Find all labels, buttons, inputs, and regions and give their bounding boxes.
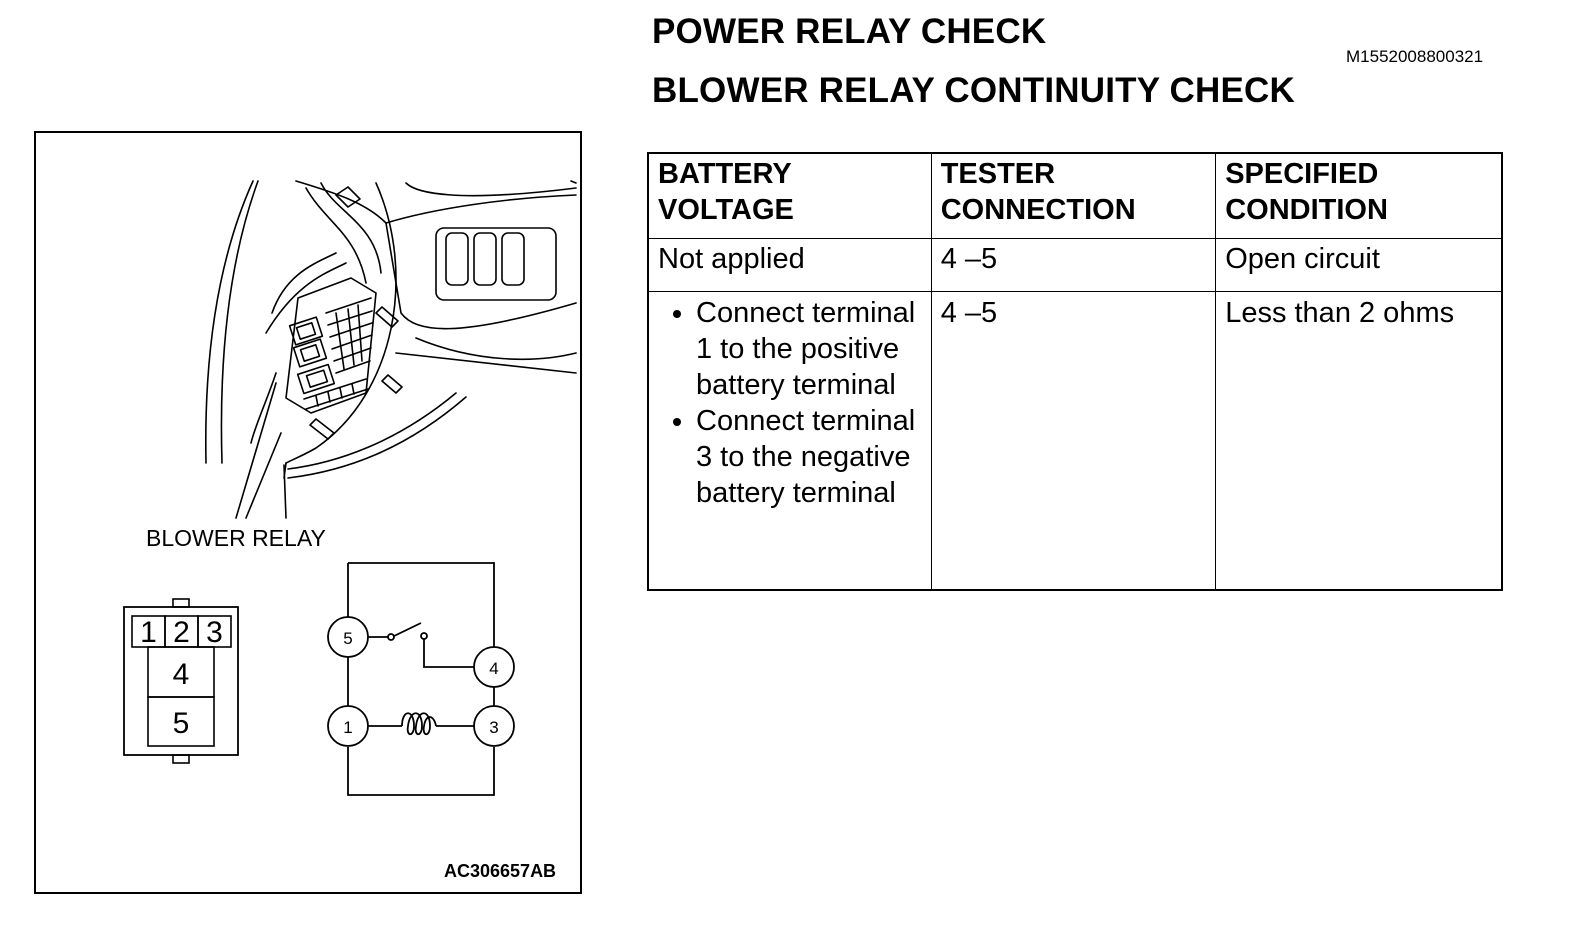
cell-tester-connection: 4 –5 [930,238,1217,292]
relay-schematic [327,562,515,796]
list-item: Connect terminal 3 to the negative batte… [696,403,923,511]
connector-pin-4: 4 [173,658,190,691]
cell-specified-condition: Less than 2 ohms [1215,291,1503,591]
connector-pin-3: 3 [206,616,223,649]
connector-face-diagram: 1 2 3 4 5 [123,598,239,764]
connector-pin-5: 5 [173,707,190,740]
dashboard-drawing [204,180,577,519]
voltage-steps-list: Connect terminal 1 to the positive batte… [658,295,923,511]
document-id: M1552008800321 [1346,47,1484,66]
cell-battery-voltage: Not applied [647,238,932,292]
schematic-pin-1: 1 [343,718,352,737]
header-specified-condition: SPECIFIED CONDITION [1215,152,1503,239]
table-header-row: BATTERY VOLTAGE TESTER CONNECTION SPECIF… [647,152,1503,239]
connector-pin-2: 2 [173,616,190,649]
figure-id: AC306657AB [444,861,557,881]
header-battery-voltage: BATTERY VOLTAGE [647,152,932,239]
relay-illustration: 1 2 3 4 5 [123,180,577,796]
continuity-check-table: BATTERY VOLTAGE TESTER CONNECTION SPECIF… [647,152,1503,591]
table-row: Connect terminal 1 to the positive batte… [647,291,1503,591]
section-title: BLOWER RELAY CONTINUITY CHECK [652,71,1295,110]
blower-relay-label: BLOWER RELAY [146,525,326,551]
cell-battery-voltage: Connect terminal 1 to the positive batte… [647,291,932,591]
relay-figure: 1 2 3 4 5 [34,131,582,894]
connector-pin-1: 1 [140,616,157,649]
list-item: Connect terminal 1 to the positive batte… [696,295,923,403]
schematic-pin-5: 5 [343,629,352,648]
page-title: POWER RELAY CHECK [652,12,1047,51]
schematic-pin-3: 3 [489,718,498,737]
cell-tester-connection: 4 –5 [930,291,1217,591]
table-row: Not applied 4 –5 Open circuit [647,238,1503,292]
schematic-pin-4: 4 [489,659,498,678]
cell-specified-condition: Open circuit [1215,238,1503,292]
header-tester-connection: TESTER CONNECTION [930,152,1217,239]
